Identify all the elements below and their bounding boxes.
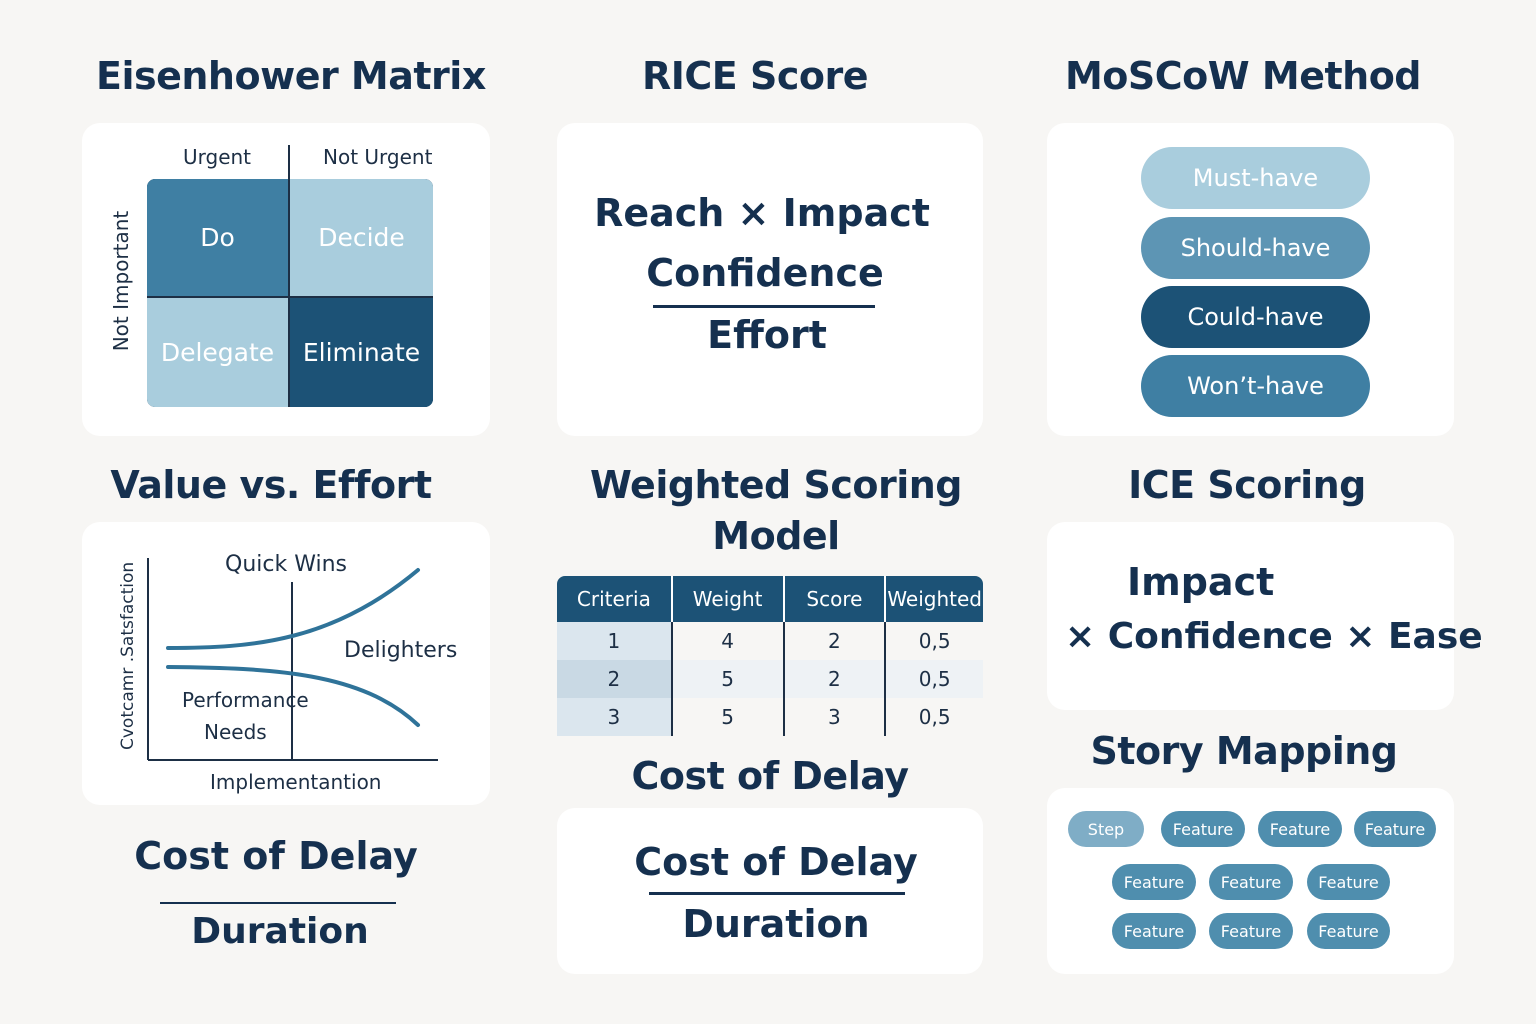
not-urgent-label: Not Urgent [323, 145, 433, 169]
story-feature-chip: Feature [1112, 913, 1196, 949]
weighted-title-line1: Weighted Scoring [590, 463, 963, 507]
table-cell: 0,5 [918, 629, 951, 653]
moscow-must-have: Must-have [1141, 147, 1370, 209]
table-cell: 4 [671, 622, 785, 660]
table-cell: 2 [783, 660, 887, 698]
rice-fraction-line [653, 305, 875, 308]
ice-line1: Impact [1127, 560, 1275, 604]
eisenhower-title: Eisenhower Matrix [96, 54, 486, 98]
cod-middle-numerator: Cost of Delay [634, 840, 918, 884]
story-feature-chip: Feature [1161, 811, 1245, 847]
quick-wins-label: Quick Wins [225, 552, 347, 577]
value-effort-title: Value vs. Effort [110, 463, 432, 507]
table-cell: 5 [671, 698, 785, 736]
table-cell: 5 [671, 660, 785, 698]
table-row: 3 5 3 0,5 [557, 698, 983, 736]
matrix-divider-top [288, 145, 290, 179]
moscow-should-have: Should-have [1141, 217, 1370, 279]
moscow-wont-have: Won’t-have [1141, 355, 1370, 417]
header-weighted: Weighted [885, 576, 983, 622]
weighted-title-line2: Model [712, 514, 840, 558]
header-criteria: Criteria [557, 576, 673, 622]
ice-card: Impact × Confidence × Ease [1047, 522, 1483, 710]
table-cell: 2 [783, 622, 887, 660]
quadrant-decide: Decide [290, 179, 433, 296]
story-feature-chip: Feature [1354, 811, 1436, 847]
matrix-grid: Do Decide Delegate Eliminate [147, 179, 433, 407]
rice-card: Reach × Impact Confidence Effort [557, 123, 983, 436]
story-feature-chip: Feature [1112, 864, 1196, 900]
rice-denominator: Effort [707, 313, 827, 357]
header-score: Score [783, 576, 887, 622]
rice-title: RICE Score [642, 54, 869, 98]
value-effort-card: Quick Wins Delighters Performance Needs … [82, 522, 490, 805]
table-cell: 0,5 [918, 705, 951, 729]
quadrant-eliminate: Eliminate [290, 298, 433, 407]
story-step-chip: Step [1068, 811, 1144, 847]
rice-numerator-line1: Reach × Impact [594, 191, 930, 235]
needs-label: Needs [204, 720, 267, 744]
eisenhower-card: Urgent Not Urgent Not Important Do Decid… [82, 123, 490, 436]
table-cell: 1 [557, 622, 673, 660]
cod-middle-fraction-line [649, 892, 905, 895]
table-row: 1 4 2 0,5 [557, 622, 983, 660]
story-title: Story Mapping [1090, 729, 1398, 773]
cod-middle-denominator: Duration [682, 902, 870, 946]
moscow-title: MoSCoW Method [1064, 54, 1422, 98]
header-weight: Weight [671, 576, 785, 622]
story-feature-chip: Feature [1307, 913, 1390, 949]
weighted-table: Criteria Weight Score Weighted 1 4 2 0,5… [557, 576, 983, 736]
importance-axis-label: Not Important [109, 210, 133, 352]
urgent-label: Urgent [183, 145, 252, 169]
story-feature-chip: Feature [1209, 864, 1293, 900]
story-feature-chip: Feature [1258, 811, 1342, 847]
quadrant-do: Do [147, 179, 288, 296]
ice-line2: × Confidence × Ease [1065, 616, 1483, 657]
x-axis-label: Implementantion [210, 770, 382, 794]
story-feature-chip: Feature [1307, 864, 1390, 900]
cod-left-numerator: Cost of Delay [134, 834, 418, 878]
table-cell: 0,5 [885, 660, 983, 698]
delighters-label: Delighters [344, 638, 458, 663]
ice-title: ICE Scoring [1128, 463, 1366, 507]
table-cell: 3 [783, 698, 887, 736]
story-feature-chip: Feature [1209, 913, 1293, 949]
table-row: 2 5 2 0,5 [557, 660, 983, 698]
table-header-row: Criteria Weight Score Weighted [557, 576, 983, 622]
quadrant-delegate: Delegate [147, 298, 288, 407]
cod-left-denominator: Duration [191, 911, 369, 952]
performance-label: Performance [182, 688, 309, 712]
moscow-could-have: Could-have [1141, 286, 1370, 348]
table-cell: 3 [557, 698, 673, 736]
cod-left-fraction-line [160, 902, 396, 904]
value-effort-plot [147, 558, 438, 761]
cod-middle-card: Cost of Delay Duration [557, 808, 983, 974]
cod-middle-title: Cost of Delay [631, 754, 909, 798]
rice-numerator-line2: Confidence [646, 251, 884, 295]
y-axis-label: Cvotcamr .Satsfaction [118, 561, 138, 750]
table-cell: 2 [557, 660, 673, 698]
